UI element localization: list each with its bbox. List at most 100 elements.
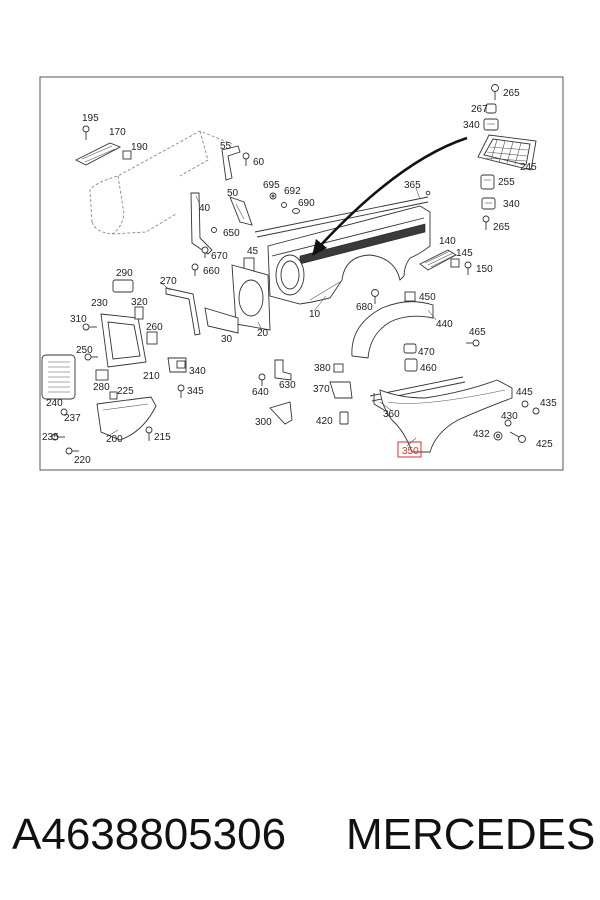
callout-260: 260	[146, 322, 163, 333]
callout-445: 445	[516, 387, 533, 398]
callout-labels: 265 267 340 245 255 340 265 195 170 190 …	[42, 88, 557, 466]
callout-200: 200	[106, 434, 123, 445]
callout-380: 380	[314, 363, 331, 374]
brand-caption: MERCEDES	[346, 810, 596, 859]
exploded-parts-diagram: 265 267 340 245 255 340 265 195 170 190 …	[39, 76, 564, 471]
callout-420: 420	[316, 416, 333, 427]
part-290-clip	[112, 279, 134, 293]
part-695-washer	[269, 192, 277, 200]
part-470-bump-stop	[403, 343, 417, 354]
callout-460: 460	[420, 363, 437, 374]
part-280-clip	[95, 369, 109, 381]
part-310-screw	[82, 323, 97, 331]
callout-270: 270	[160, 276, 177, 287]
callout-360: 360	[383, 409, 400, 420]
callout-680: 680	[356, 302, 373, 313]
callout-255: 255	[498, 177, 515, 188]
part-465-screw	[466, 339, 480, 347]
callout-240: 240	[46, 398, 63, 409]
part-365-trim-strip	[254, 190, 431, 238]
part-420-bolt	[339, 411, 349, 425]
callout-660: 660	[203, 266, 220, 277]
callout-225: 225	[117, 386, 134, 397]
callout-430: 430	[501, 411, 518, 422]
highlight-box	[397, 441, 422, 458]
part-200-indicator	[96, 396, 157, 441]
callout-140: 140	[439, 236, 456, 247]
part-680-screw	[371, 289, 379, 304]
callout-40: 40	[199, 203, 211, 214]
callout-650: 650	[223, 228, 240, 239]
callout-340: 340	[189, 366, 206, 377]
part-692-washer	[281, 202, 287, 208]
part-235-screw	[51, 433, 65, 441]
vehicle-outline-dashed	[89, 130, 233, 235]
callout-60: 60	[253, 157, 265, 168]
callout-267: 267	[471, 104, 488, 115]
part-215-screw	[145, 426, 153, 441]
part-445-washer	[521, 400, 529, 408]
part-340-clip-top	[483, 118, 499, 131]
part-340-clip-left	[176, 360, 186, 369]
callout-10: 10	[309, 309, 321, 320]
callout-470: 470	[418, 347, 435, 358]
callout-265: 265	[493, 222, 510, 233]
callout-670: 670	[211, 251, 228, 262]
callout-695: 695	[263, 180, 280, 191]
callout-190: 190	[131, 142, 148, 153]
callout-435: 435	[540, 398, 557, 409]
part-630-bracket	[274, 359, 292, 381]
callout-220: 220	[74, 455, 91, 466]
part-50-bracket	[229, 196, 253, 226]
part-450-clip	[404, 291, 416, 302]
part-55-bracket	[221, 145, 241, 181]
callout-195: 195	[82, 113, 99, 124]
callout-20: 20	[257, 328, 269, 339]
callout-55: 55	[220, 141, 232, 152]
callout-450: 450	[419, 292, 436, 303]
callout-425: 425	[536, 439, 553, 450]
callout-265: 265	[503, 88, 520, 99]
part-237-washer	[60, 408, 68, 416]
callout-630: 630	[279, 380, 296, 391]
callout-310: 310	[70, 314, 87, 325]
part-145-clip	[450, 258, 460, 268]
callout-345: 345	[187, 386, 204, 397]
part-660-screw	[191, 263, 199, 276]
callout-280: 280	[93, 382, 110, 393]
arrow-icon	[312, 136, 468, 256]
part-140-grille	[419, 249, 457, 271]
part-440-wheelhouse-liner	[351, 301, 434, 359]
callout-640: 640	[252, 387, 269, 398]
callout-45: 45	[247, 246, 259, 257]
part-267-nut	[485, 103, 497, 114]
callout-690: 690	[298, 198, 315, 209]
part-245-grille	[477, 134, 537, 171]
part-190-clip	[122, 150, 132, 160]
part-460-bump-stop	[404, 358, 418, 372]
callout-350-highlighted: 350	[402, 446, 419, 457]
callout-150: 150	[476, 264, 493, 275]
callout-215: 215	[154, 432, 171, 443]
callout-440: 440	[436, 319, 453, 330]
part-250-screw	[84, 353, 98, 361]
callout-230: 230	[91, 298, 108, 309]
callout-340: 340	[503, 199, 520, 210]
part-240-headlamp	[41, 354, 76, 400]
callout-340: 340	[463, 120, 480, 131]
part-265-screw-top	[491, 84, 499, 100]
callout-365: 365	[404, 180, 421, 191]
callout-250: 250	[76, 345, 93, 356]
callout-237: 237	[64, 413, 81, 424]
callout-290: 290	[116, 268, 133, 279]
callout-30: 30	[221, 334, 233, 345]
part-350-wheel-arch-flare	[379, 379, 513, 453]
part-380-clip	[333, 363, 344, 373]
part-650-screw	[211, 227, 217, 233]
part-number-caption: A4638805306	[12, 810, 287, 859]
part-150-screw	[464, 261, 472, 275]
part-430-washer	[504, 419, 512, 427]
callout-300: 300	[255, 417, 272, 428]
part-260-bracket	[146, 331, 158, 345]
callout-245: 245	[520, 162, 537, 173]
